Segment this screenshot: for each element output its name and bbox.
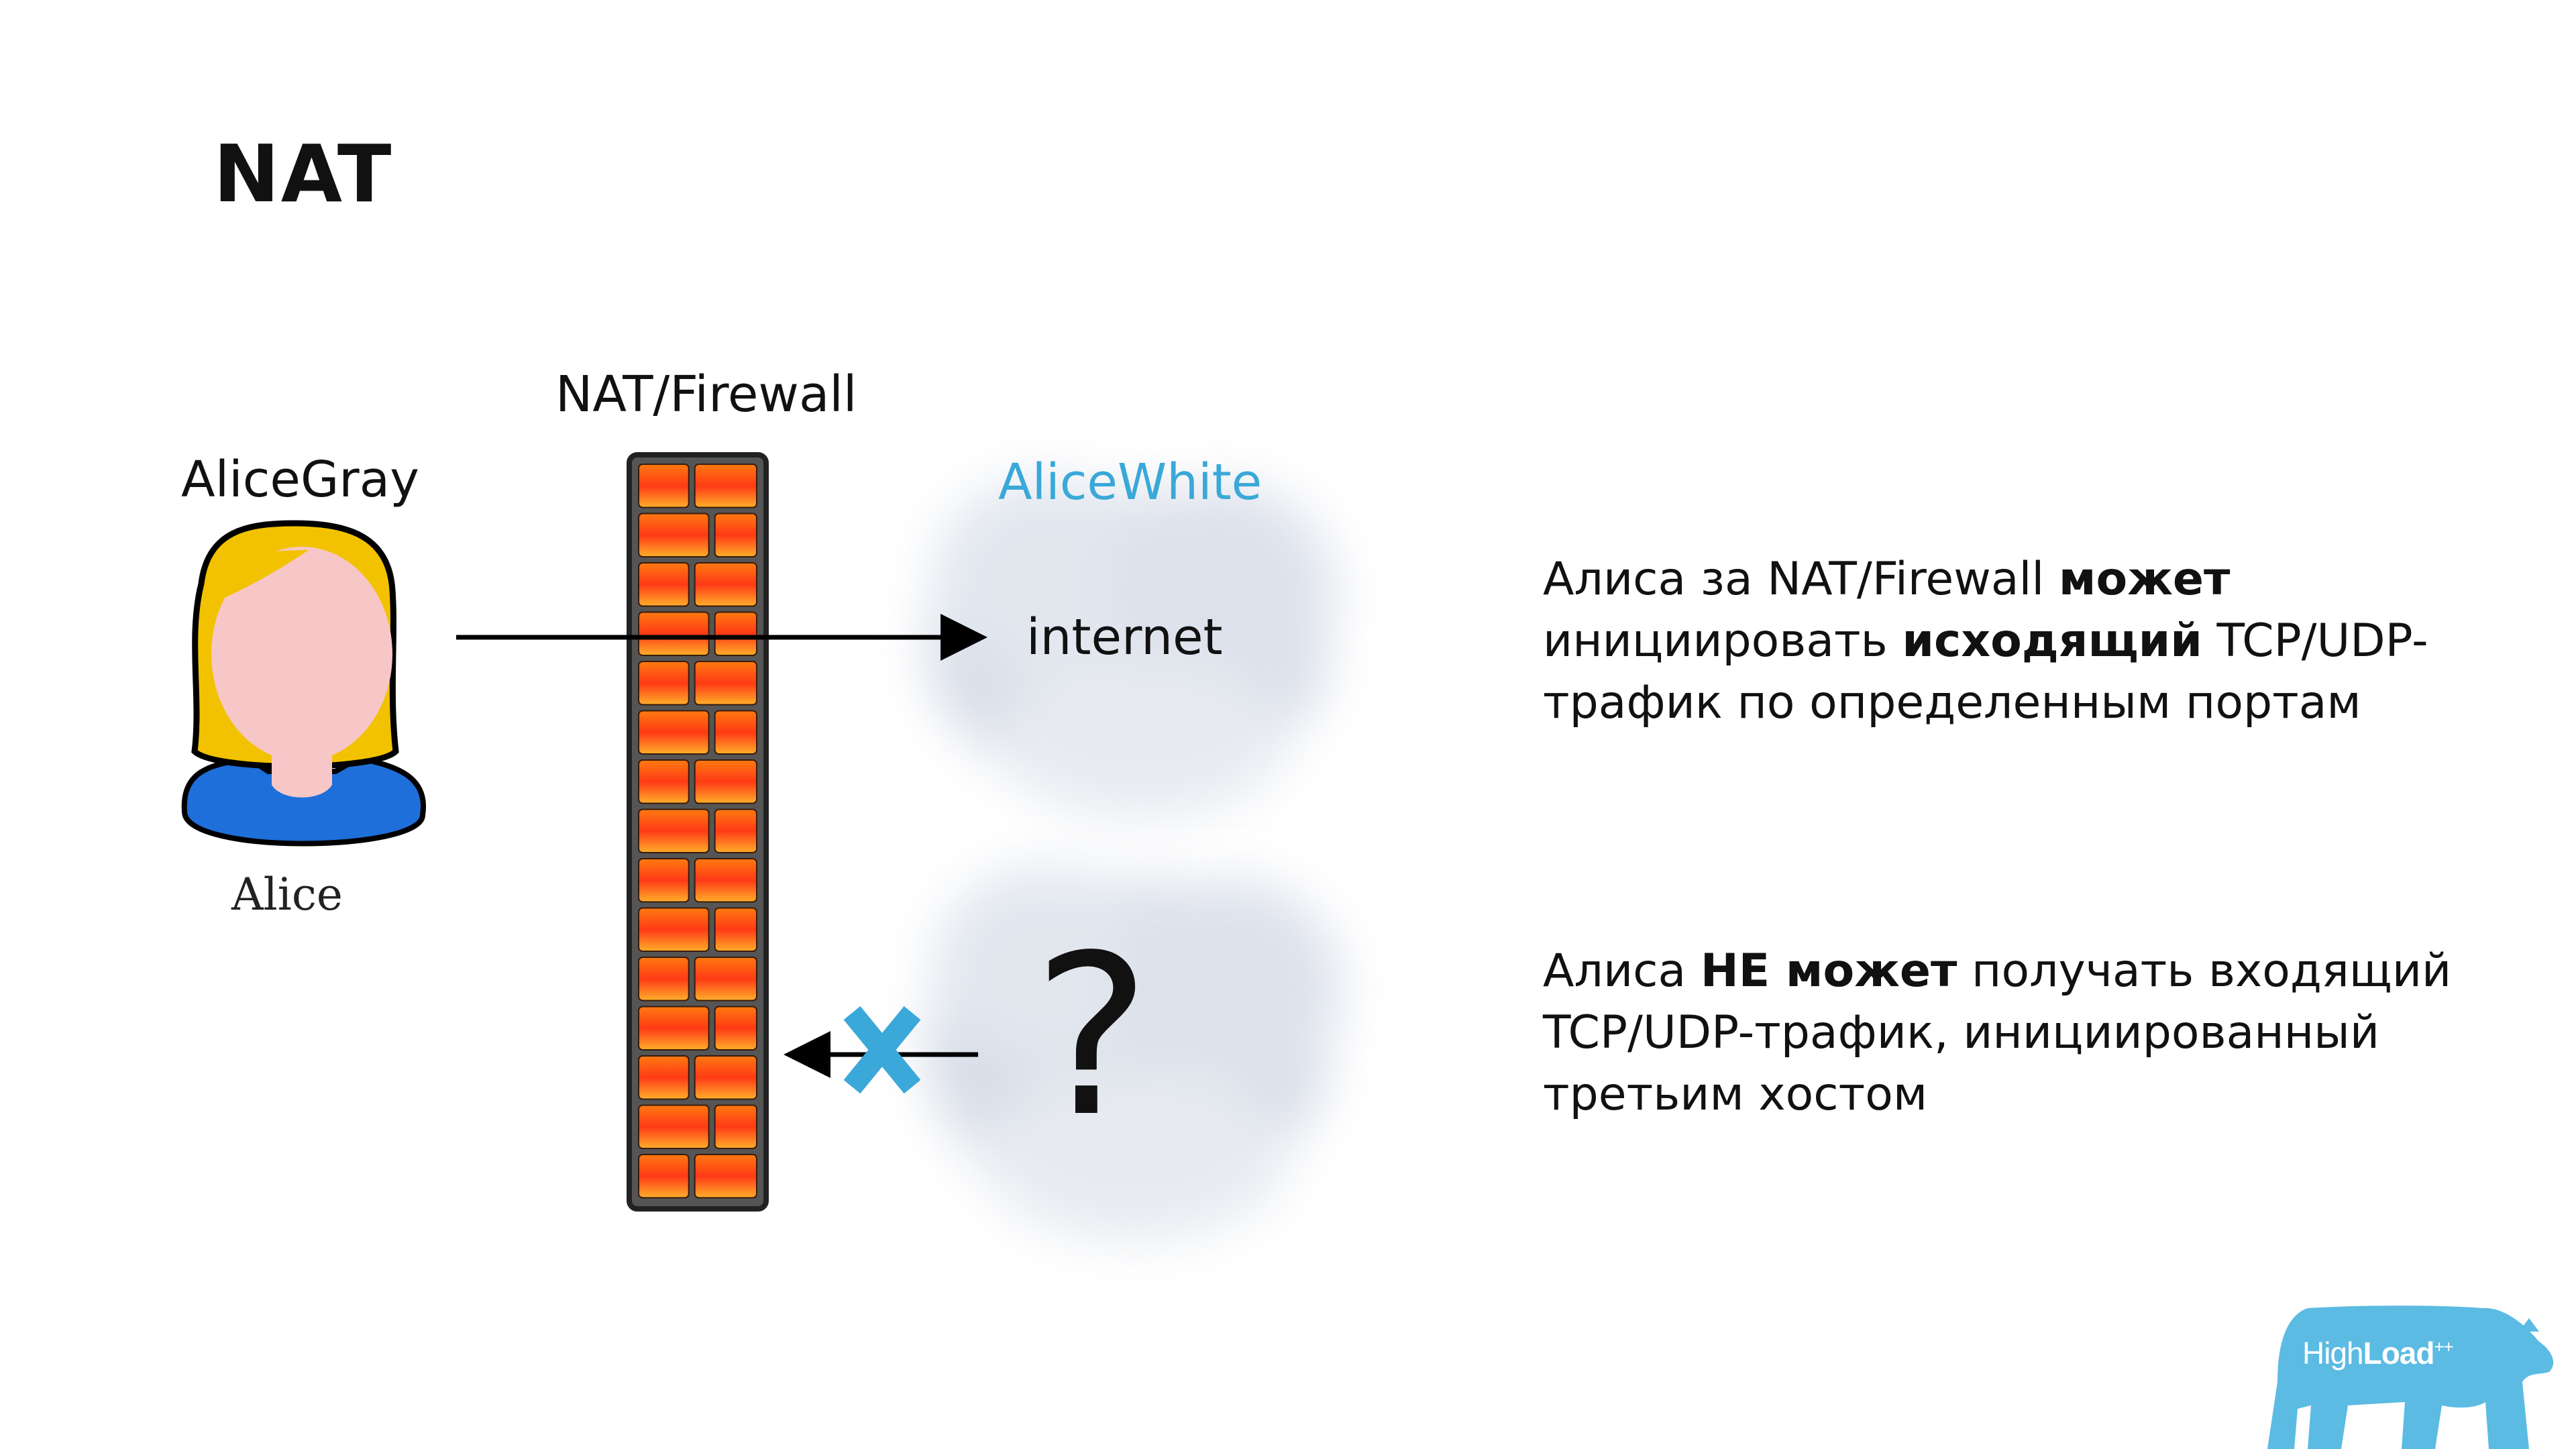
firewall-brick [638,759,690,804]
text-part: получать входящий TCP/UDP-трафик, иниции… [1543,945,2452,1121]
firewall-brick [714,808,757,853]
firewall-wall [627,452,769,1212]
firewall-brick [694,1154,757,1199]
firewall-brick [638,513,710,557]
alice-gray-label: AliceGray [181,451,419,508]
highload-logo-text: HighLoad++ [2302,1335,2454,1371]
brand-sup: ++ [2434,1336,2454,1357]
alice-avatar [181,520,427,847]
firewall-brick [638,1154,690,1199]
firewall-brick [638,858,690,903]
firewall-brick [638,611,710,656]
firewall-brick [638,562,690,607]
blocked-cross-icon [843,1006,921,1094]
firewall-brick [638,907,710,952]
firewall-brick [638,710,710,755]
firewall-brick [694,562,757,607]
internet-cloud [926,476,1335,818]
firewall-brick [714,1006,757,1051]
firewall-brick [694,858,757,903]
firewall-brick [694,464,757,508]
firewall-brick [638,808,710,853]
firewall-brick [638,661,690,706]
firewall-brick [694,1055,757,1100]
firewall-brick [638,464,690,508]
brand-bold: Load [2363,1336,2435,1371]
firewall-brick [694,661,757,706]
unknown-host-label: ? [1033,908,1151,1165]
firewall-brick [694,759,757,804]
alice-caption: Alice [231,869,343,920]
text-part: инициировать [1543,614,1902,667]
text-bold: НЕ может [1700,945,1957,998]
firewall-brick [714,611,757,656]
firewall-brick [638,1104,710,1149]
highload-bear-logo [2267,1305,2554,1449]
text-part: Алиса [1543,945,1701,998]
text-part: Алиса за NAT/Firewall [1543,553,2059,606]
alice-white-label: AliceWhite [998,453,1263,511]
text-part: TCP/UDP-трафик по определенным портам [1543,614,2428,729]
firewall-brick [638,957,690,1002]
firewall-brick [714,710,757,755]
firewall-brick [638,1006,710,1051]
text-bold: может [2058,553,2231,606]
firewall-brick [638,1055,690,1100]
firewall-label: NAT/Firewall [555,366,857,423]
incoming-description: Алиса НЕ может получать входящий TCP/UDP… [1543,941,2522,1126]
firewall-brick [714,513,757,557]
brand-light: High [2302,1336,2364,1371]
unknown-host-cloud [926,865,1342,1241]
internet-label: internet [1026,608,1223,666]
firewall-brick [694,957,757,1002]
outgoing-description: Алиса за NAT/Firewall может инициировать… [1543,549,2522,734]
firewall-brick [714,907,757,952]
slide-title: NAT [213,127,393,220]
firewall-brick [714,1104,757,1149]
text-bold: исходящий [1902,614,2202,667]
